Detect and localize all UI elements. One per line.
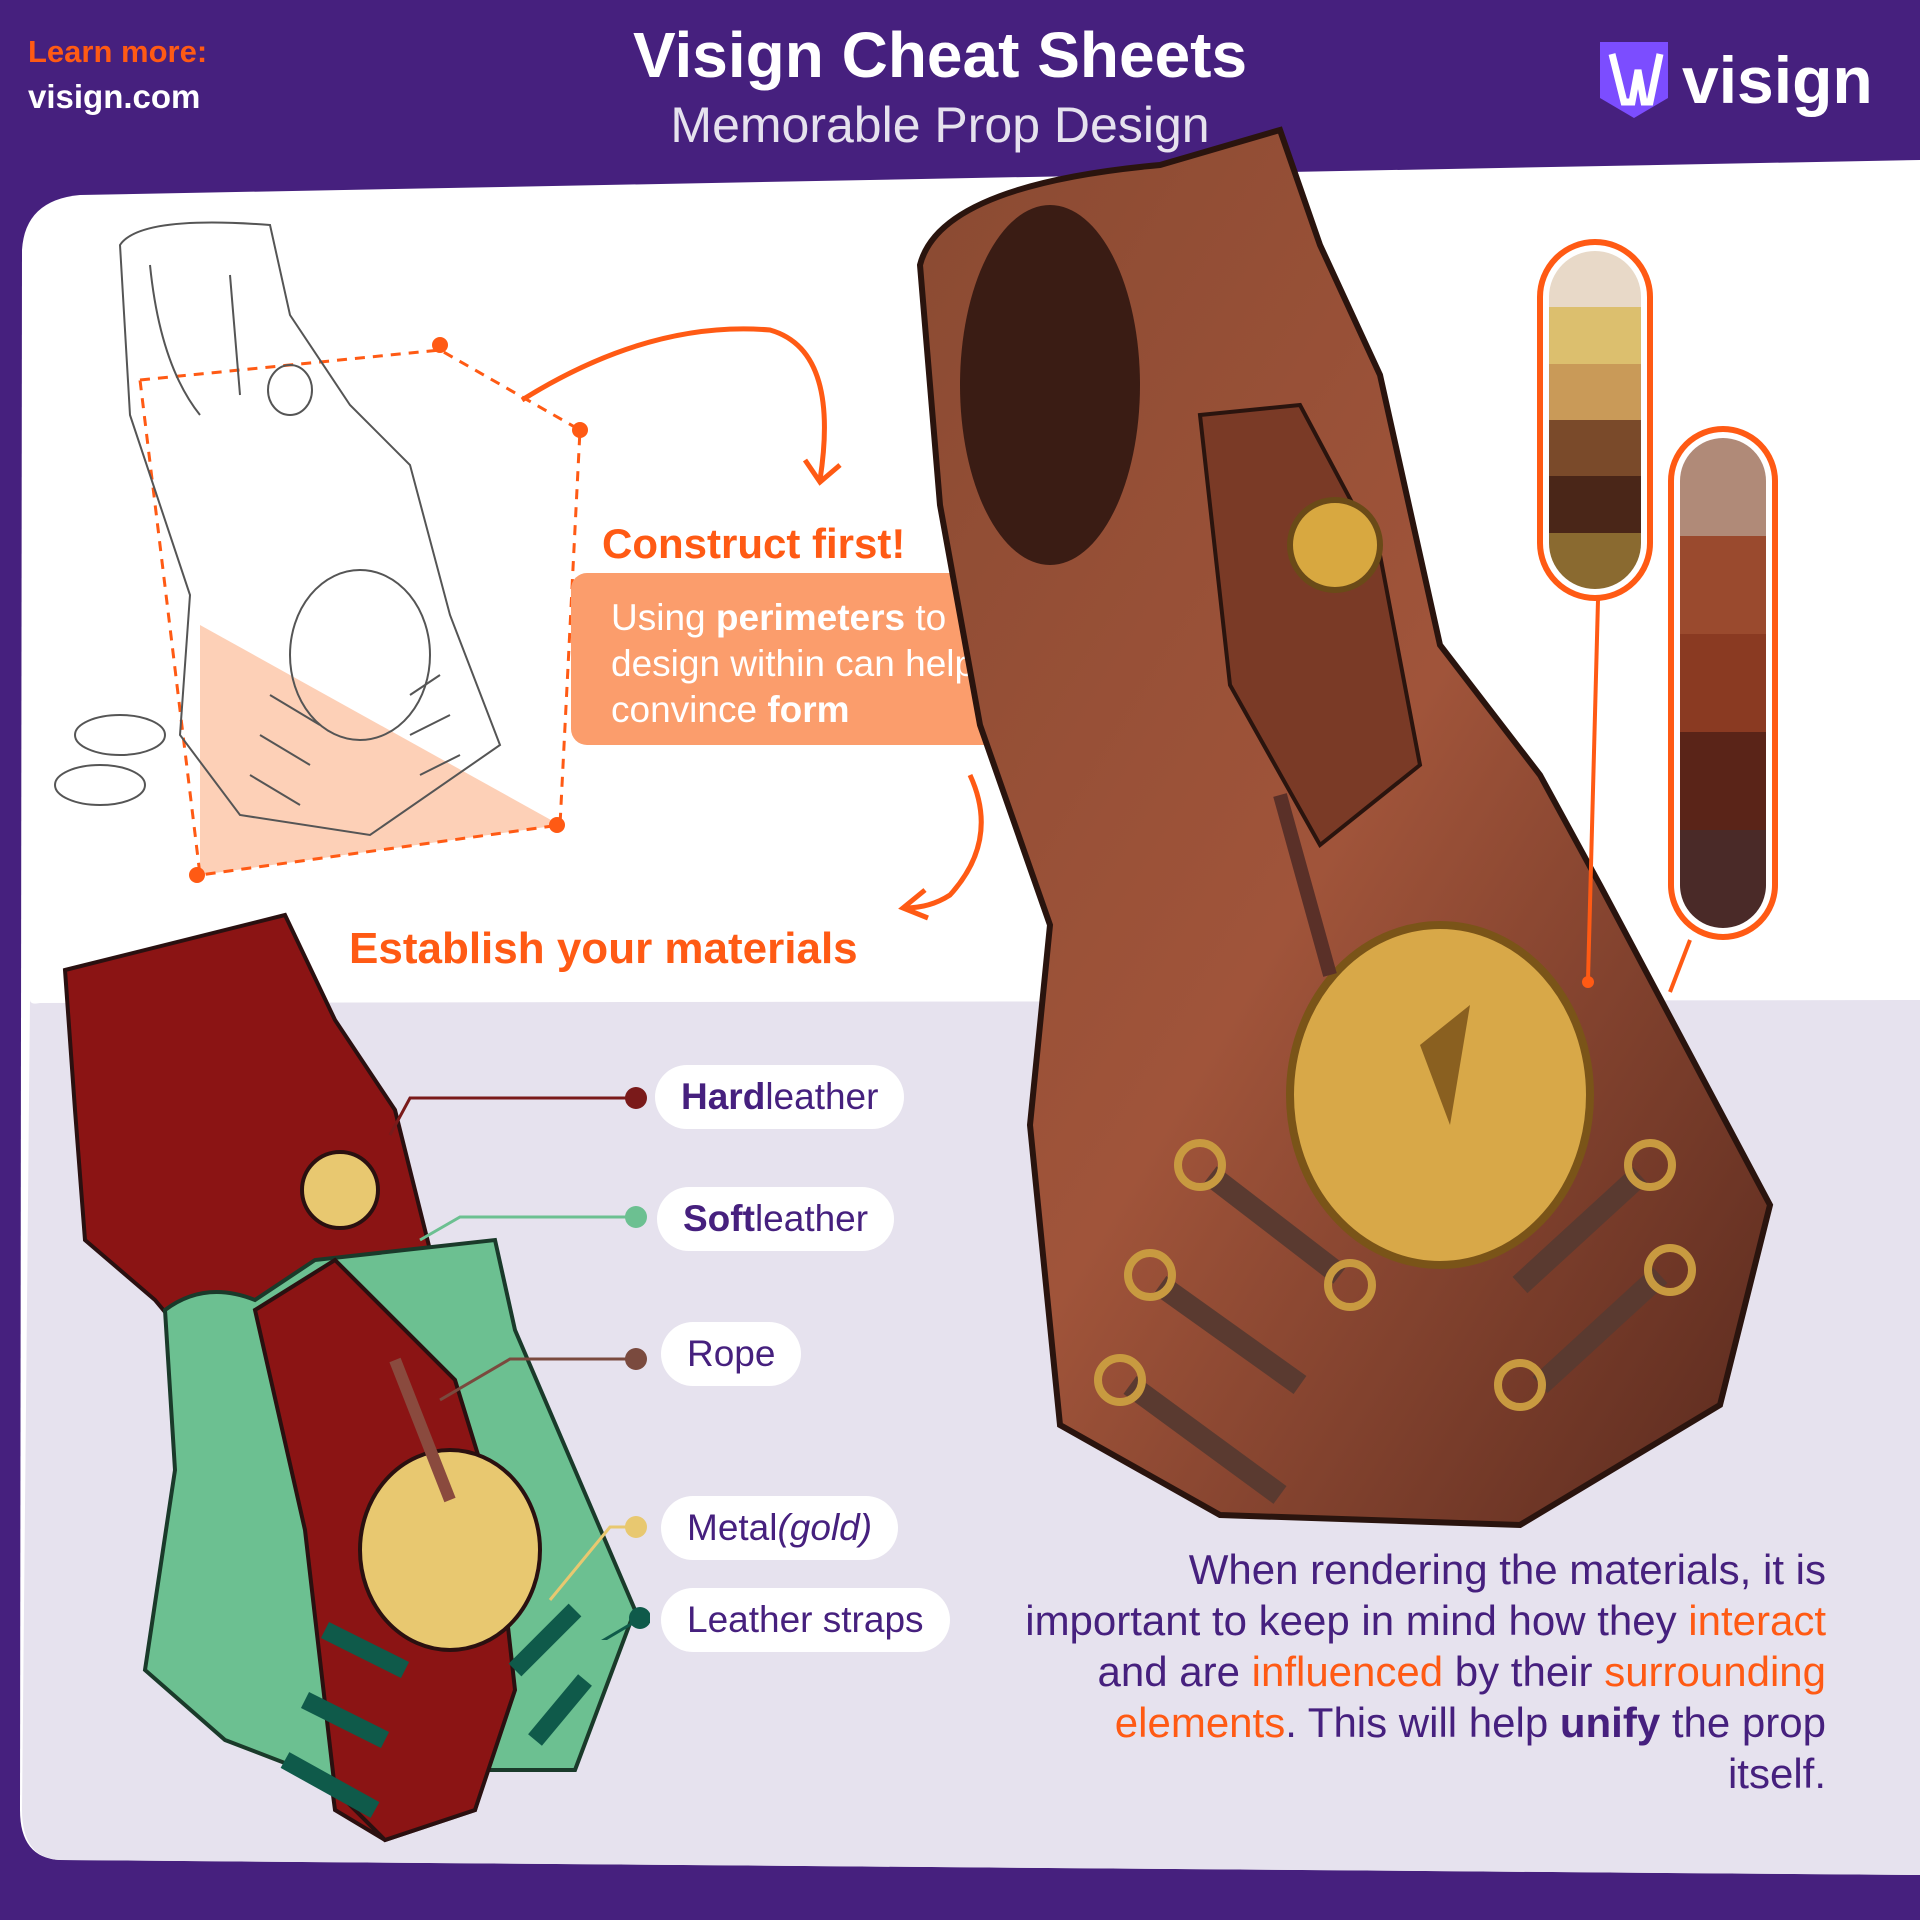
rendering-paragraph: When rendering the materials, it is impo… [1025, 1546, 1826, 1797]
page-subtitle: Memorable Prop Design [670, 97, 1210, 153]
swatch-color [1549, 532, 1641, 589]
tip-bold: perimeters [715, 597, 906, 638]
rendered-prop-illustration [916, 126, 1774, 1529]
site-link[interactable]: visign.com [28, 78, 201, 115]
swatch-color [1680, 438, 1766, 536]
swatch-color [1680, 634, 1766, 732]
color-swatch-2 [1668, 426, 1778, 940]
label-rope: Rope [661, 1322, 802, 1386]
label-hard-leather: Hard leather [655, 1065, 905, 1129]
materials-heading: Establish your materials [349, 924, 858, 973]
material-map-illustration [62, 912, 638, 1843]
swatch-color [1549, 476, 1641, 533]
visign-logo[interactable]: visign [1598, 40, 1873, 120]
label-soft-leather: Soft leather [657, 1187, 895, 1251]
tip-bold: form [767, 689, 850, 730]
learn-more-label: Learn more: [28, 34, 208, 69]
logo-text: visign [1682, 43, 1873, 117]
tip-text: to design within can help convince [611, 597, 976, 730]
swatch-color [1680, 536, 1766, 634]
construct-heading: Construct first! [602, 520, 906, 567]
color-swatch-1 [1537, 239, 1653, 601]
label-metal: Metal (gold) [661, 1496, 899, 1560]
swatch-color [1549, 251, 1641, 308]
tip-text: Using [611, 597, 716, 638]
swatch-color [1549, 307, 1641, 364]
swatch-color [1680, 830, 1766, 928]
swatch-pointers [1582, 600, 1692, 993]
visign-logo-icon [1600, 42, 1668, 118]
swatch-color [1549, 363, 1641, 420]
swatch-color [1680, 732, 1766, 830]
label-connectors [388, 1087, 650, 1640]
swatch-color [1549, 419, 1641, 477]
label-leather-straps: Leather straps [661, 1588, 950, 1652]
arrows [520, 326, 842, 486]
arrow-down-icon [898, 773, 984, 921]
page-title: Visign Cheat Sheets [632, 19, 1248, 91]
construction-sketch [54, 221, 588, 883]
